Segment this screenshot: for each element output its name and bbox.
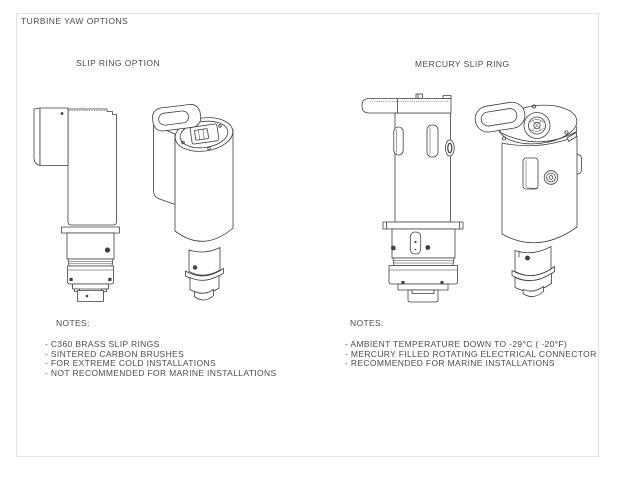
notes-slip-ring-heading: NOTES: <box>56 318 90 328</box>
notes-mercury-slip-ring: NOTES: - AMBIENT TEMPERATURE DOWN TO -29… <box>345 318 597 369</box>
section-heading-mercury: MERCURY SLIP RING <box>415 59 510 69</box>
slip-ring-side-view-drawing <box>33 107 120 302</box>
note-item: - SINTERED CARBON BRUSHES <box>45 348 185 359</box>
slip-ring-isometric-view-drawing <box>152 104 234 301</box>
notes-mercury-heading: NOTES: <box>350 318 384 328</box>
section-heading-slip-ring: SLIP RING OPTION <box>76 58 161 68</box>
mercury-slip-ring-side-view-drawing <box>361 93 464 303</box>
note-item: - FOR EXTREME COLD INSTALLATIONS <box>45 358 216 369</box>
note-item: - AMBIENT TEMPERATURE DOWN TO -29°C ( -2… <box>345 339 568 349</box>
sheet-border <box>16 13 599 457</box>
note-item: - NOT RECOMMENDED FOR MARINE INSTALLATIO… <box>45 367 277 378</box>
note-item: - RECOMMENDED FOR MARINE INSTALLATIONS <box>345 358 555 369</box>
note-item: - MERCURY FILLED ROTATING ELECTRICAL CON… <box>345 348 597 359</box>
note-item: - C360 BRASS SLIP RINGS <box>45 339 160 349</box>
mercury-slip-ring-isometric-view-drawing <box>474 101 582 297</box>
notes-slip-ring: NOTES: - C360 BRASS SLIP RINGS - SINTERE… <box>45 318 276 378</box>
sheet-title: TURBINE YAW OPTIONS <box>21 16 129 26</box>
